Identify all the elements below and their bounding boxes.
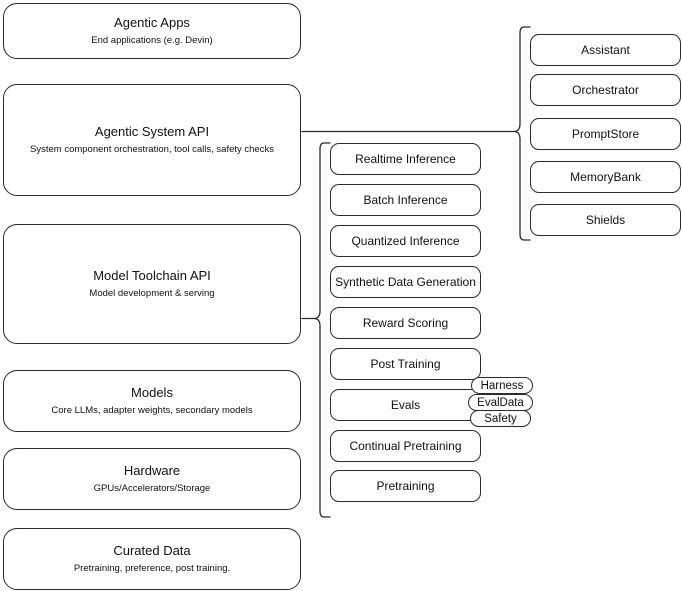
component-label: Reward Scoring xyxy=(362,316,449,330)
component-post-training[interactable]: Post Training xyxy=(330,348,481,380)
layer-box-hardware[interactable]: Hardware GPUs/Accelerators/Storage xyxy=(3,448,301,510)
component-label: Post Training xyxy=(370,357,441,371)
badge-safety[interactable]: Safety xyxy=(470,410,531,427)
component-continual-pretraining[interactable]: Continual Pretraining xyxy=(330,430,481,462)
layer-box-agentic-system-api[interactable]: Agentic System API System component orch… xyxy=(3,84,301,196)
layer-subtitle: System component orchestration, tool cal… xyxy=(30,144,274,155)
layer-title: Hardware xyxy=(123,463,181,478)
component-realtime-inference[interactable]: Realtime Inference xyxy=(330,143,481,175)
badge-harness[interactable]: Harness xyxy=(471,377,533,394)
component-label: MemoryBank xyxy=(570,170,641,184)
component-label: PromptStore xyxy=(571,127,640,141)
component-synthetic-data-generation[interactable]: Synthetic Data Generation xyxy=(330,266,481,298)
layer-title: Models xyxy=(131,385,173,400)
badge-label: Safety xyxy=(484,412,517,425)
layer-box-model-toolchain-api[interactable]: Model Toolchain API Model development & … xyxy=(3,224,301,344)
layer-title: Agentic Apps xyxy=(114,15,190,30)
component-batch-inference[interactable]: Batch Inference xyxy=(330,184,481,216)
layer-subtitle: End applications (e.g. Devin) xyxy=(91,35,213,46)
component-pretraining[interactable]: Pretraining xyxy=(330,470,481,502)
component-label: Batch Inference xyxy=(363,193,448,207)
component-label: Realtime Inference xyxy=(355,152,456,166)
layer-title: Model Toolchain API xyxy=(93,268,211,283)
component-evals[interactable]: Evals xyxy=(330,389,481,421)
component-label: Quantized Inference xyxy=(351,234,460,248)
layer-title: Agentic System API xyxy=(94,124,210,139)
brace-agentic-components xyxy=(513,26,531,241)
badge-label: Harness xyxy=(480,379,524,392)
layer-box-agentic-apps[interactable]: Agentic Apps End applications (e.g. Devi… xyxy=(3,3,301,59)
badge-evaldata[interactable]: EvalData xyxy=(468,394,533,411)
layer-subtitle: Pretraining, preference, post training. xyxy=(73,563,231,574)
component-label: Assistant xyxy=(581,43,630,57)
component-quantized-inference[interactable]: Quantized Inference xyxy=(330,225,481,257)
badge-label: EvalData xyxy=(477,396,524,409)
layer-box-models[interactable]: Models Core LLMs, adapter weights, secon… xyxy=(3,370,301,432)
component-assistant[interactable]: Assistant xyxy=(530,34,681,66)
component-shields[interactable]: Shields xyxy=(530,204,681,236)
layer-box-curated-data[interactable]: Curated Data Pretraining, preference, po… xyxy=(3,528,301,590)
layer-subtitle: Core LLMs, adapter weights, secondary mo… xyxy=(51,405,253,416)
brace-toolchain-components xyxy=(313,142,331,518)
component-label: Synthetic Data Generation xyxy=(335,275,476,289)
component-label: Continual Pretraining xyxy=(349,439,462,453)
component-memorybank[interactable]: MemoryBank xyxy=(530,161,681,193)
component-label: Orchestrator xyxy=(572,83,639,97)
layer-title: Curated Data xyxy=(113,543,191,558)
layer-subtitle: Model development & serving xyxy=(89,288,215,299)
component-label: Pretraining xyxy=(376,479,435,493)
component-reward-scoring[interactable]: Reward Scoring xyxy=(330,307,481,339)
component-label: Shields xyxy=(585,213,626,227)
component-label: Evals xyxy=(390,398,421,412)
component-orchestrator[interactable]: Orchestrator xyxy=(530,74,681,106)
layer-subtitle: GPUs/Accelerators/Storage xyxy=(93,483,211,494)
component-promptstore[interactable]: PromptStore xyxy=(530,118,681,150)
